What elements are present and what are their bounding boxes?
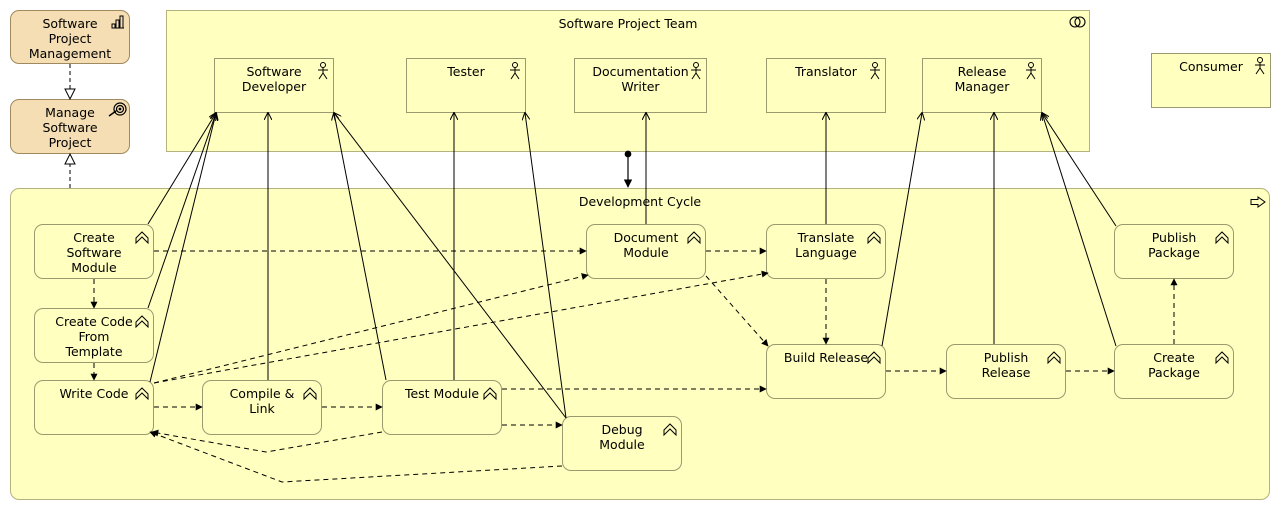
actor-link <box>147 113 216 309</box>
process-icon <box>867 231 881 244</box>
actor-documentation-writer[interactable]: Documentation Writer <box>574 58 707 113</box>
flow-link <box>151 429 383 453</box>
node-label: Write Code <box>59 386 129 401</box>
process-icon <box>135 387 149 400</box>
process-icon <box>663 423 677 436</box>
node-label: Create Code From Template <box>55 314 133 359</box>
actor-link <box>525 113 567 419</box>
process-create-package[interactable]: Create Package <box>1114 344 1234 399</box>
process-icon <box>483 387 497 400</box>
node-label: Tester <box>447 64 485 79</box>
node-label: Release Manager <box>954 64 1010 94</box>
process-icon <box>1215 231 1229 244</box>
process-icon <box>135 315 149 328</box>
process-icon <box>1047 351 1061 364</box>
actor-software-developer[interactable]: Software Developer <box>214 58 334 113</box>
flow-link <box>149 430 563 483</box>
process-icon <box>135 231 149 244</box>
goal-icon <box>108 102 127 117</box>
actor-consumer[interactable]: Consumer <box>1151 53 1271 108</box>
node-label: Compile & Link <box>229 386 295 416</box>
process-build-release[interactable]: Build Release <box>766 344 886 399</box>
actor-link <box>334 113 567 419</box>
actor-link <box>1042 113 1117 227</box>
collaboration-icon <box>1069 16 1086 28</box>
actor-icon <box>318 62 328 80</box>
process-publish-release[interactable]: Publish Release <box>946 344 1066 399</box>
node-label: Test Module <box>404 386 480 401</box>
actor-link <box>1042 113 1117 347</box>
node-label: Publish Release <box>981 350 1031 380</box>
process-translate-language[interactable]: Translate Language <box>766 224 886 279</box>
actor-link <box>149 113 216 383</box>
node-label: Document Module <box>613 230 679 260</box>
node-label: Build Release <box>783 350 869 365</box>
process-create-code-from-template[interactable]: Create Code From Template <box>34 308 154 363</box>
process-icon <box>1215 351 1229 364</box>
process-debug-module[interactable]: Debug Module <box>562 416 682 471</box>
node-label: Create Software Module <box>66 230 122 275</box>
node-label: Documentation Writer <box>592 64 689 94</box>
node-label: Manage Software Project <box>42 105 98 150</box>
node-label: Translator <box>795 64 857 79</box>
actor-link <box>881 113 922 347</box>
node-label: Software Project Management <box>28 16 112 61</box>
driver-icon <box>111 15 124 29</box>
process-document-module[interactable]: Document Module <box>586 224 706 279</box>
node-label: Software Developer <box>241 64 307 94</box>
actor-link <box>147 113 216 225</box>
actor-tester[interactable]: Tester <box>406 58 526 113</box>
node-label: Translate Language <box>795 230 857 260</box>
node-label: Publish Package <box>1148 230 1200 260</box>
actor-link <box>334 113 387 381</box>
process-test-module[interactable]: Test Module <box>382 380 502 435</box>
actor-links <box>147 113 1117 419</box>
actor-icon <box>691 62 701 80</box>
actor-icon <box>870 62 880 80</box>
actor-release-manager[interactable]: Release Manager <box>922 58 1042 113</box>
node-software-project-management[interactable]: Software Project Management <box>10 10 130 64</box>
process-compile-link[interactable]: Compile & Link <box>202 380 322 435</box>
process-create-software-module[interactable]: Create Software Module <box>34 224 154 279</box>
node-label: Create Package <box>1148 350 1200 380</box>
flow-link <box>153 270 769 384</box>
node-label: Debug Module <box>599 422 645 452</box>
group-title: Software Project Team <box>558 16 698 31</box>
actor-icon <box>1026 62 1036 80</box>
actor-icon <box>1255 57 1265 75</box>
flow-link <box>153 273 589 384</box>
flow-link <box>705 275 769 347</box>
flow-links <box>90 247 1178 483</box>
node-label: Consumer <box>1179 59 1243 74</box>
actor-icon <box>510 62 520 80</box>
process-icon <box>303 387 317 400</box>
group-title: Development Cycle <box>578 194 702 209</box>
process-icon <box>867 351 881 364</box>
process-arrow-icon <box>1250 196 1266 208</box>
process-icon <box>687 231 701 244</box>
